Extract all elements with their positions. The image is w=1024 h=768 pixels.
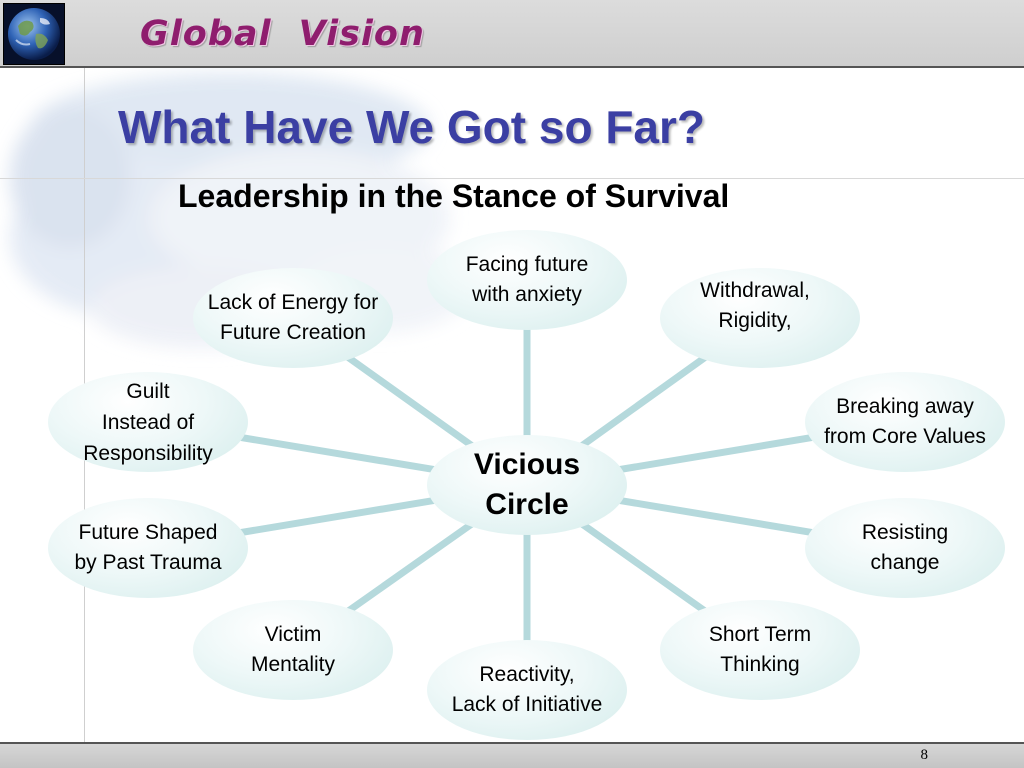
- header-bar: Global Vision: [0, 0, 1024, 68]
- globe-icon: [3, 3, 65, 65]
- slide-subtitle: Leadership in the Stance of Survival: [178, 178, 730, 214]
- node-reactivity: Reactivity, Lack of Initiative: [427, 640, 627, 740]
- node-victim-mentality: Victim Mentality: [193, 600, 393, 700]
- node-short-term: Short Term Thinking: [660, 600, 860, 700]
- brand-title: Global Vision: [140, 14, 425, 54]
- node-past-trauma: Future Shaped by Past Trauma: [48, 498, 248, 598]
- horizontal-rule: [0, 178, 1024, 179]
- node-facing-future: Facing future with anxiety: [427, 230, 627, 330]
- node-resisting-change: Resisting change: [805, 498, 1005, 598]
- footer-bar: 8: [0, 742, 1024, 768]
- node-vicious-circle: Vicious Circle: [427, 435, 627, 535]
- node-lack-of-energy: Lack of Energy for Future Creation: [193, 268, 393, 368]
- node-guilt: Guilt Instead of Responsibility: [48, 372, 248, 472]
- node-withdrawal: Withdrawal, Rigidity,: [660, 268, 860, 368]
- node-breaking-away: Breaking away from Core Values: [805, 372, 1005, 472]
- page-number: 8: [920, 747, 929, 763]
- slide-title: What Have We Got so Far?: [118, 101, 706, 153]
